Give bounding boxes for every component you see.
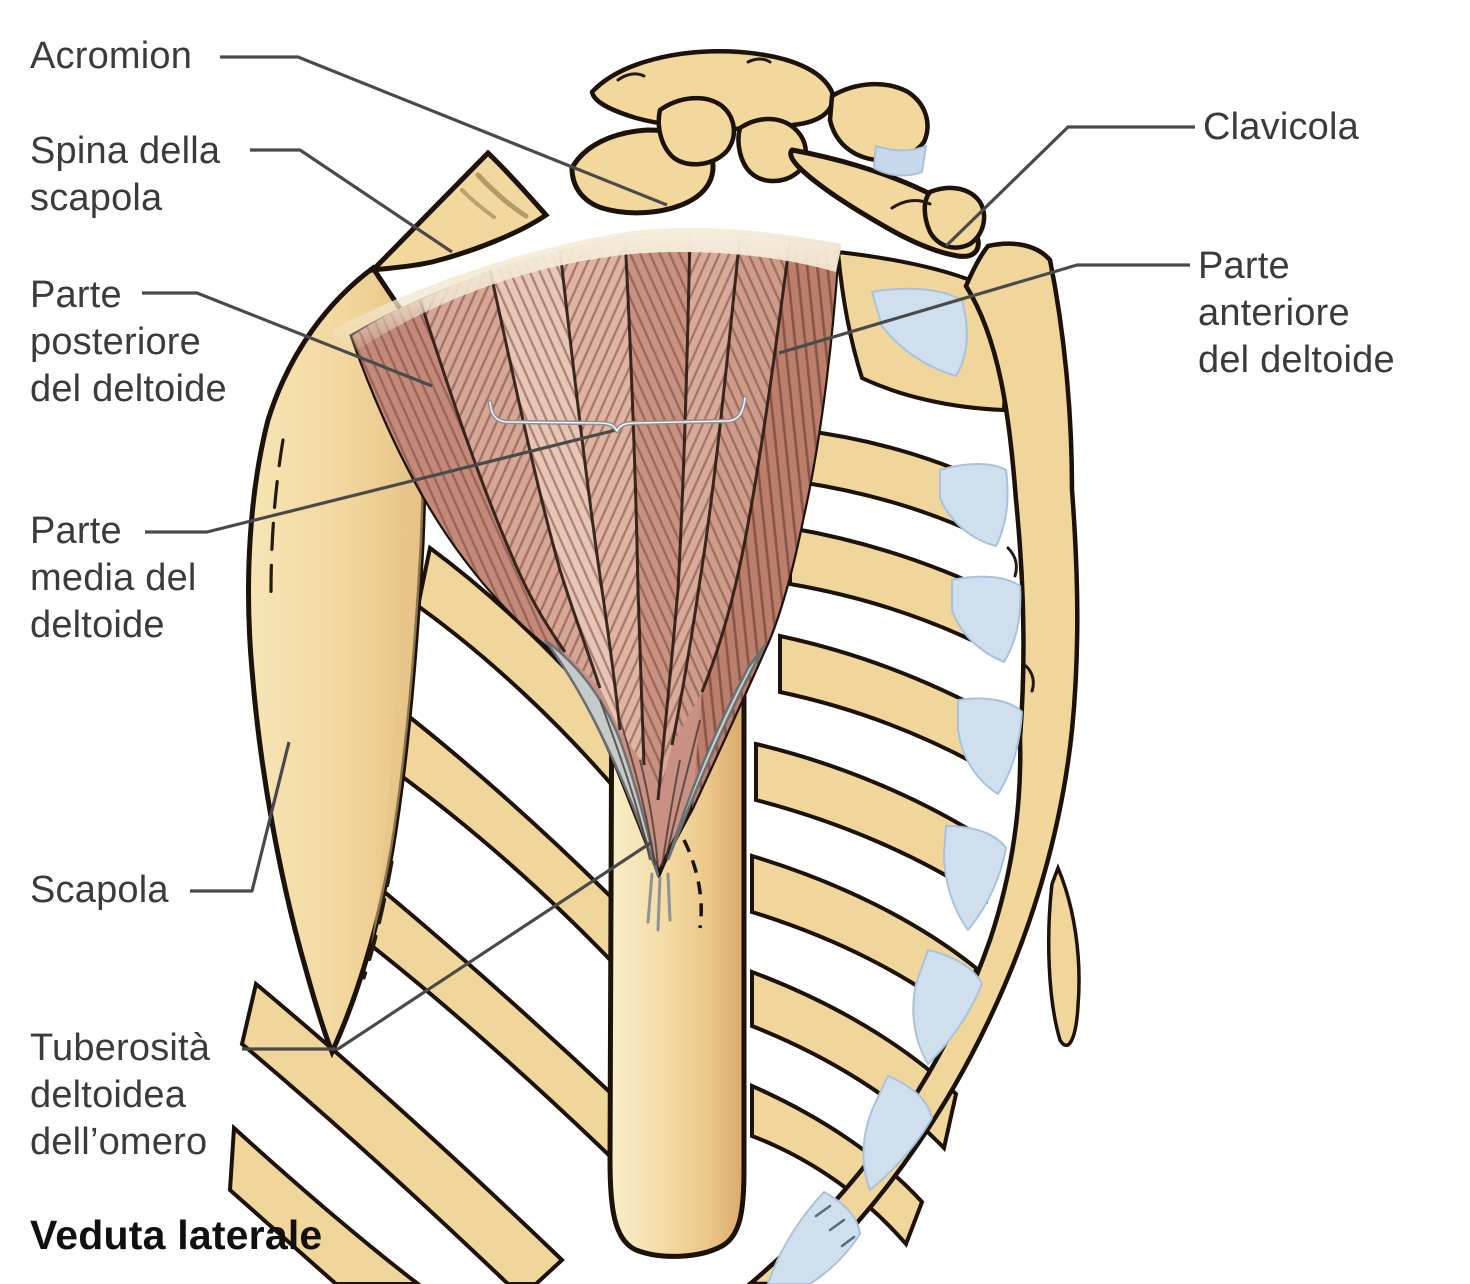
- leader-acromion: [220, 55, 668, 207]
- tendon-fibers: [599, 699, 701, 869]
- costal-cartilage: [870, 287, 968, 378]
- deltoid-tendon: [543, 638, 767, 932]
- label-line: Clavicola: [1203, 106, 1359, 148]
- label-parte-media-del-deltoide: Parte media del deltoide: [30, 508, 197, 649]
- label-line: posteriore: [30, 321, 201, 363]
- label-line: Scapola: [30, 869, 169, 911]
- label-line: deltoidea: [30, 1074, 187, 1116]
- leader-lines: [142, 55, 1195, 1051]
- scapula-contour-dash: [269, 438, 285, 594]
- leader-spina-della-scapola: [250, 148, 453, 254]
- leader-clavicola: [944, 125, 1195, 248]
- costal-cartilage: [942, 824, 1008, 932]
- tendon-blade-right: [666, 644, 767, 861]
- scapula-body-shading: [371, 330, 424, 946]
- fiber-texture: [658, 234, 740, 800]
- costal-cartilage: [912, 948, 984, 1066]
- label-line: Parte: [30, 274, 122, 316]
- costal-cartilage: [862, 1074, 934, 1192]
- bone-detail-marks: [616, 57, 932, 210]
- spine-ridge-shadow: [460, 188, 496, 219]
- label-acromion: Acromion: [30, 33, 192, 80]
- tendon-blade-left: [543, 638, 660, 877]
- rib-detail-marks: [814, 546, 1035, 1248]
- label-line: anteriore: [1198, 292, 1350, 334]
- figure-caption: Veduta laterale: [30, 1212, 323, 1258]
- coracoid-knob: [736, 116, 808, 184]
- deltoid-muscle: [332, 227, 842, 881]
- costal-cartilage: [957, 697, 1024, 796]
- label-line: del deltoide: [1198, 339, 1395, 381]
- middle-deltoid-brace: [487, 395, 748, 434]
- label-parte-posteriore-del-deltoide: Parte posteriore del deltoide: [30, 272, 227, 413]
- rib: [750, 1082, 925, 1248]
- label-clavicola: Clavicola: [1203, 104, 1359, 151]
- label-line: scapola: [30, 177, 163, 219]
- fiber-texture: [560, 238, 644, 765]
- scapula-spine-triangle: [366, 149, 550, 274]
- acromion-process-knob: [827, 81, 930, 163]
- insertion-dashed-outline: [682, 839, 703, 929]
- leader-scapola: [190, 741, 291, 893]
- floating-rib-tip: [1046, 863, 1081, 1048]
- label-parte-anteriore-del-deltoide: Parte anteriore del deltoide: [1198, 243, 1395, 384]
- label-line: dell’omero: [30, 1121, 208, 1163]
- costal-cartilage: [766, 1190, 862, 1284]
- scapula-contour-dash: [362, 860, 394, 980]
- label-line: Parte: [1198, 245, 1290, 287]
- costal-cartilage: [951, 575, 1022, 664]
- label-line: deltoide: [30, 604, 165, 646]
- fiber-texture: [672, 236, 790, 745]
- costal-cartilage: [939, 463, 1009, 548]
- clavicle-end-knob: [922, 185, 987, 250]
- spine-ridge-shadow: [475, 172, 529, 219]
- label-line: Tuberosità: [30, 1027, 211, 1069]
- label-line: Parte: [30, 510, 122, 552]
- deltoid-fascia: [332, 227, 842, 356]
- ac-joint-cartilage: [872, 144, 928, 177]
- fiber-texture: [352, 300, 565, 652]
- shoulder-bones: [569, 49, 987, 259]
- costal-cartilage-group: [766, 287, 1024, 1284]
- fiber-texture: [490, 250, 620, 730]
- fiber-texture: [420, 270, 600, 688]
- label-spina-della-scapola: Spina della scapola: [30, 128, 220, 222]
- leader-tuberosita: [242, 840, 653, 1051]
- ribcage-left: [227, 544, 620, 1284]
- leader-parte-anteriore: [778, 263, 1190, 355]
- leader-parte-media: [145, 428, 617, 534]
- label-line: Spina della: [30, 130, 221, 172]
- label-scapola: Scapola: [30, 867, 169, 914]
- label-line: media del: [30, 557, 197, 599]
- fiber-texture: [692, 240, 838, 808]
- bundle-separators: [418, 233, 792, 801]
- rib: [239, 980, 565, 1284]
- label-line: Acromion: [30, 35, 193, 77]
- label-line: del deltoide: [30, 368, 227, 410]
- costal-margin: [746, 241, 1080, 1284]
- label-tuberosita-deltoidea: Tuberosità deltoidea dell’omero: [30, 1025, 210, 1166]
- leader-parte-posteriore: [142, 291, 433, 388]
- insertion-strands: [646, 872, 672, 932]
- coracoid-knob: [656, 95, 736, 167]
